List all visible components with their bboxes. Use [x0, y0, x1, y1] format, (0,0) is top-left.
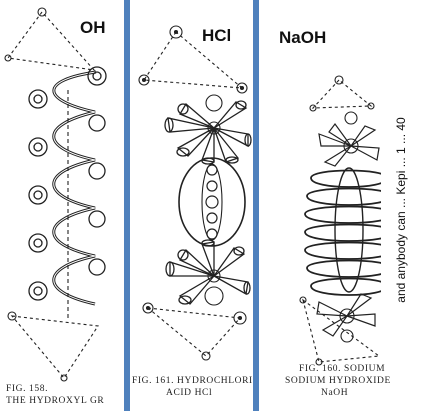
hydrochloric-acid-figure [130, 0, 253, 411]
sodium-hydroxide-figure [259, 0, 381, 411]
figure-caption-naoh-line2: SODIUM HYDROXIDE [285, 376, 391, 387]
figure-label-oh: OH [80, 18, 106, 38]
figure-caption-hcl-line2: ACID HCl [166, 388, 212, 399]
vertical-side-note-text: and anybody can ... Kepi ... 1 ... 40 [394, 117, 408, 302]
figure-caption-oh-line2: THE HYDROXYL GR [6, 396, 104, 407]
vertical-side-note: and anybody can ... Kepi ... 1 ... 40 [381, 60, 421, 360]
figure-label-hcl: HCl [202, 26, 231, 46]
hydroxyl-spiral-figure [0, 0, 124, 411]
figure-caption-naoh-line1: FIG. 160. SODIUM [299, 364, 385, 375]
figure-caption-naoh-line3: NaOH [321, 388, 348, 399]
figure-caption-hcl-line1: FIG. 161. HYDROCHLORIC [132, 376, 253, 387]
figure-caption-oh-line1: FIG. 158. [6, 384, 48, 395]
panel-hcl: HCl FIG. 161. HYDROCHLORIC ACID HCl [130, 0, 253, 411]
figure-label-naoh: NaOH [279, 28, 326, 48]
panel-oh: OH FIG. 158. THE HYDROXYL GR [0, 0, 124, 411]
